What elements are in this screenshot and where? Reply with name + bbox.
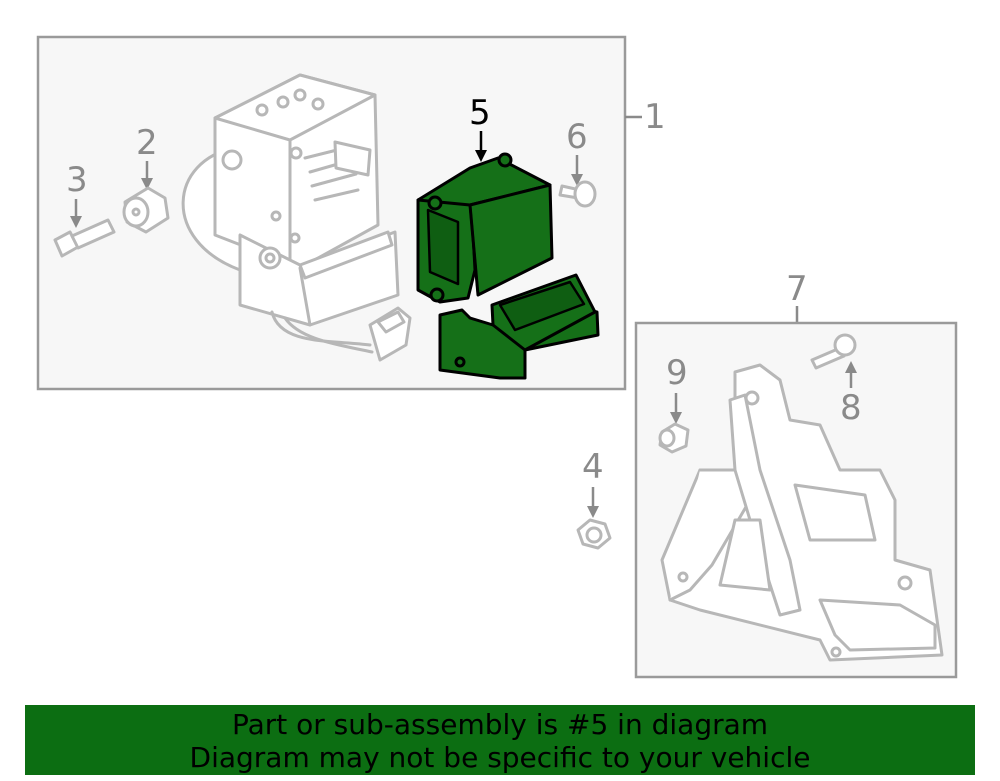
abs-modulator-part xyxy=(181,73,412,362)
part-5-control-module: 5 xyxy=(416,93,600,380)
part-9-nut: 9 xyxy=(658,353,690,454)
callout-1: 1 xyxy=(644,97,666,137)
part-2-bushing: 2 xyxy=(122,123,170,234)
part-7-bracket xyxy=(660,363,944,662)
parts-diagram: 1 2 3 xyxy=(36,35,958,679)
callout-2: 2 xyxy=(136,123,158,163)
part-8-screw: 8 xyxy=(810,333,862,428)
callout-4: 4 xyxy=(582,447,604,487)
info-banner: Part or sub-assembly is #5 in diagram Di… xyxy=(25,705,975,775)
banner-line-1: Part or sub-assembly is #5 in diagram xyxy=(231,708,769,741)
banner-line-2: Diagram may not be specific to your vehi… xyxy=(189,741,811,774)
callout-8: 8 xyxy=(840,388,862,428)
callout-9: 9 xyxy=(666,353,688,393)
callout-6: 6 xyxy=(566,117,588,157)
callout-7: 7 xyxy=(786,269,808,309)
part-3-bolt: 3 xyxy=(53,160,116,258)
part-4-nut: 4 xyxy=(576,447,612,550)
callout-5: 5 xyxy=(469,93,491,133)
part-6-screw: 6 xyxy=(558,117,597,208)
callout-3: 3 xyxy=(66,160,88,200)
